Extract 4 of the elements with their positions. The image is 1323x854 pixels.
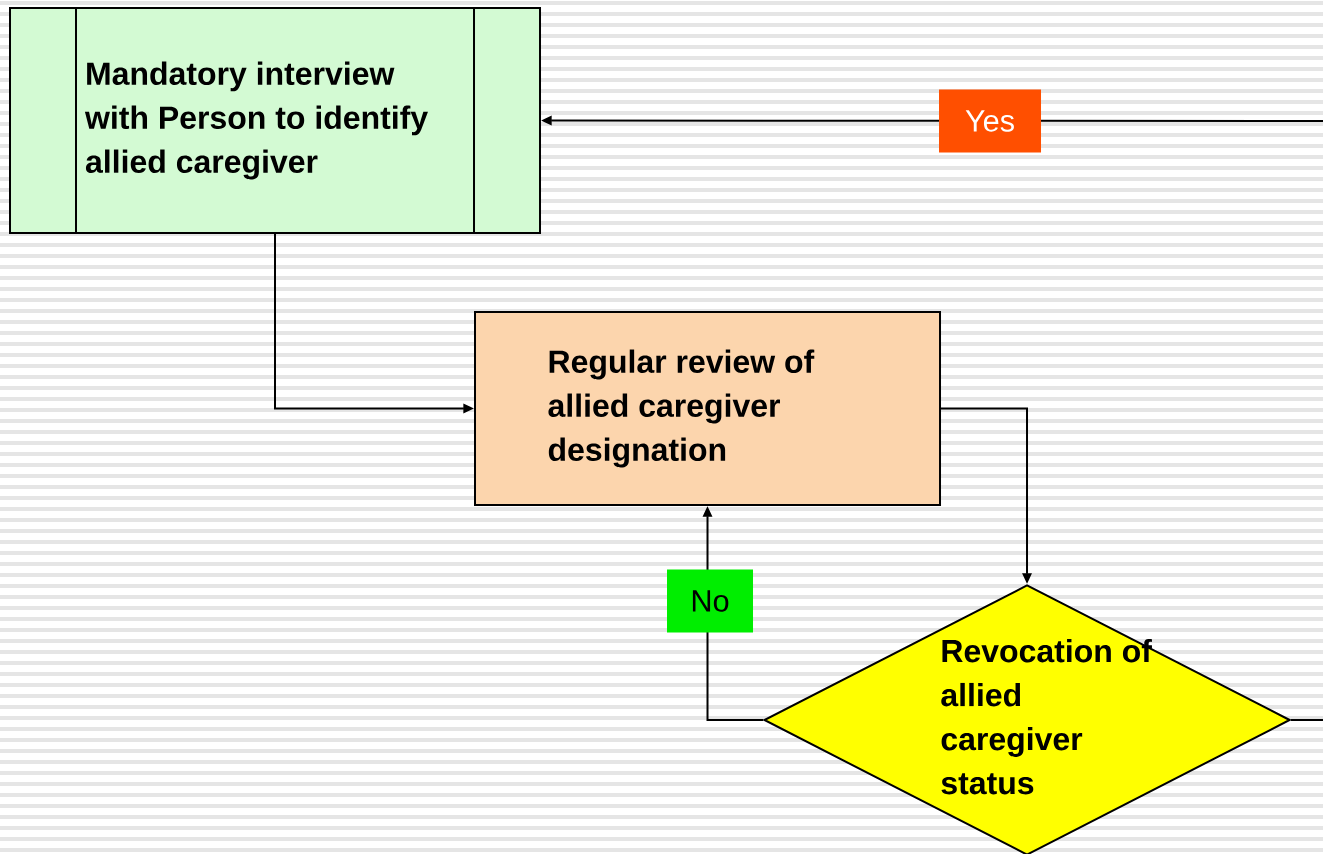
process-box: Regular review of allied caregiver designation — [474, 311, 941, 506]
edge-label: Yes — [939, 89, 1041, 153]
process-box: Mandatory interview with Person to identify allied caregiver — [9, 6, 541, 235]
edge-label: No — [667, 569, 753, 633]
